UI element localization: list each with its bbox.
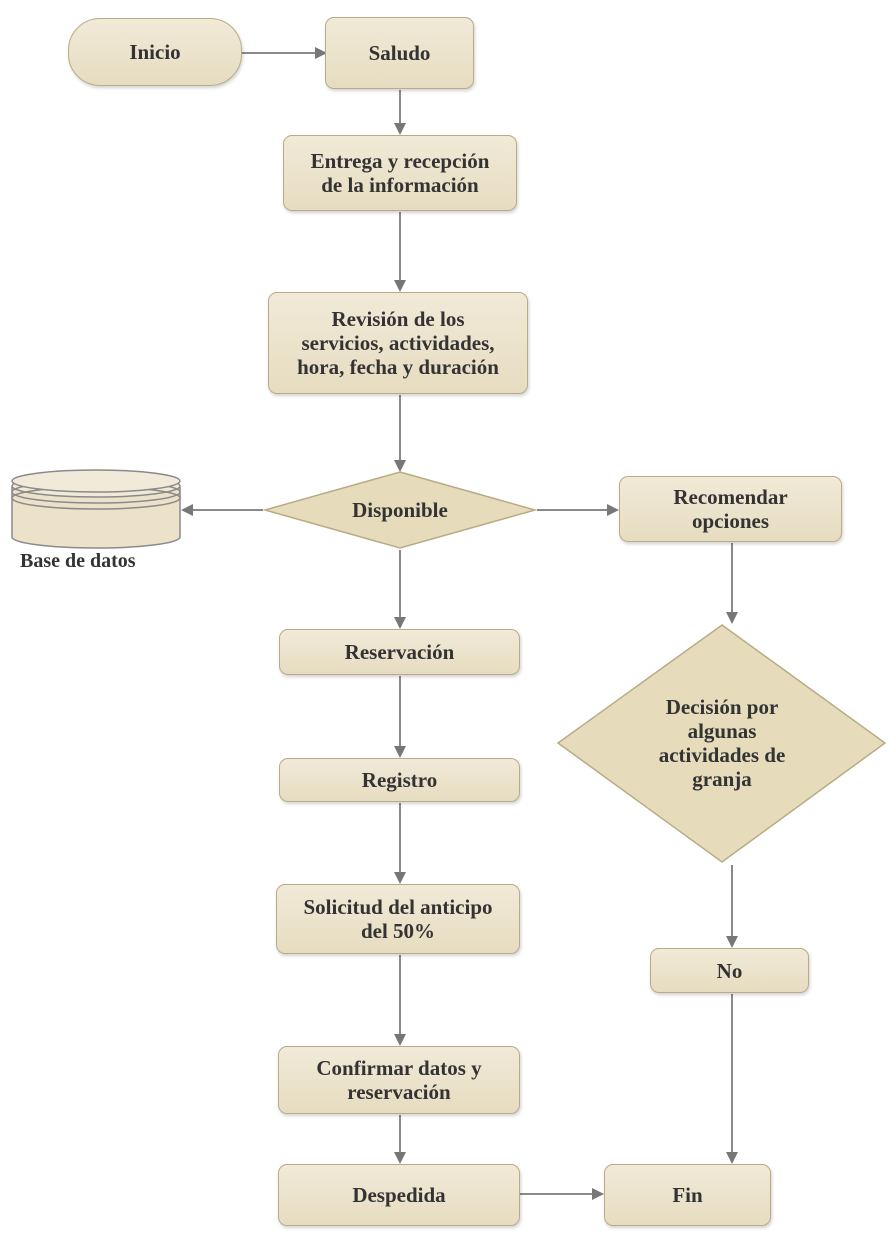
process-node-registro: Registro: [279, 758, 520, 802]
decision-disponible-shape: [262, 471, 538, 549]
database-icon: [11, 469, 181, 549]
decision-actividades-shape: [556, 624, 887, 863]
decision-actividades-label: Decisión por algunas actividades de gran…: [658, 695, 786, 791]
database-label: Base de datos: [20, 550, 136, 572]
process-node-solicitud: Solicitud del anticipo del 50%: [276, 884, 520, 954]
process-node-confirmar: Confirmar datos y reservación: [278, 1046, 520, 1114]
process-node-recomendar: Recomendar opciones: [619, 476, 842, 542]
process-node-reservacion: Reservación: [279, 629, 520, 675]
process-node-entrega: Entrega y recepción de la información: [283, 135, 517, 211]
process-node-despedida: Despedida: [278, 1164, 520, 1226]
process-node-revision: Revisión de los servicios, actividades, …: [268, 292, 528, 394]
process-node-no: No: [650, 948, 809, 993]
decision-disponible-label: Disponible: [352, 498, 448, 522]
process-node-saludo: Saludo: [325, 17, 474, 89]
start-node-inicio: Inicio: [68, 18, 242, 86]
end-node-fin: Fin: [604, 1164, 771, 1226]
